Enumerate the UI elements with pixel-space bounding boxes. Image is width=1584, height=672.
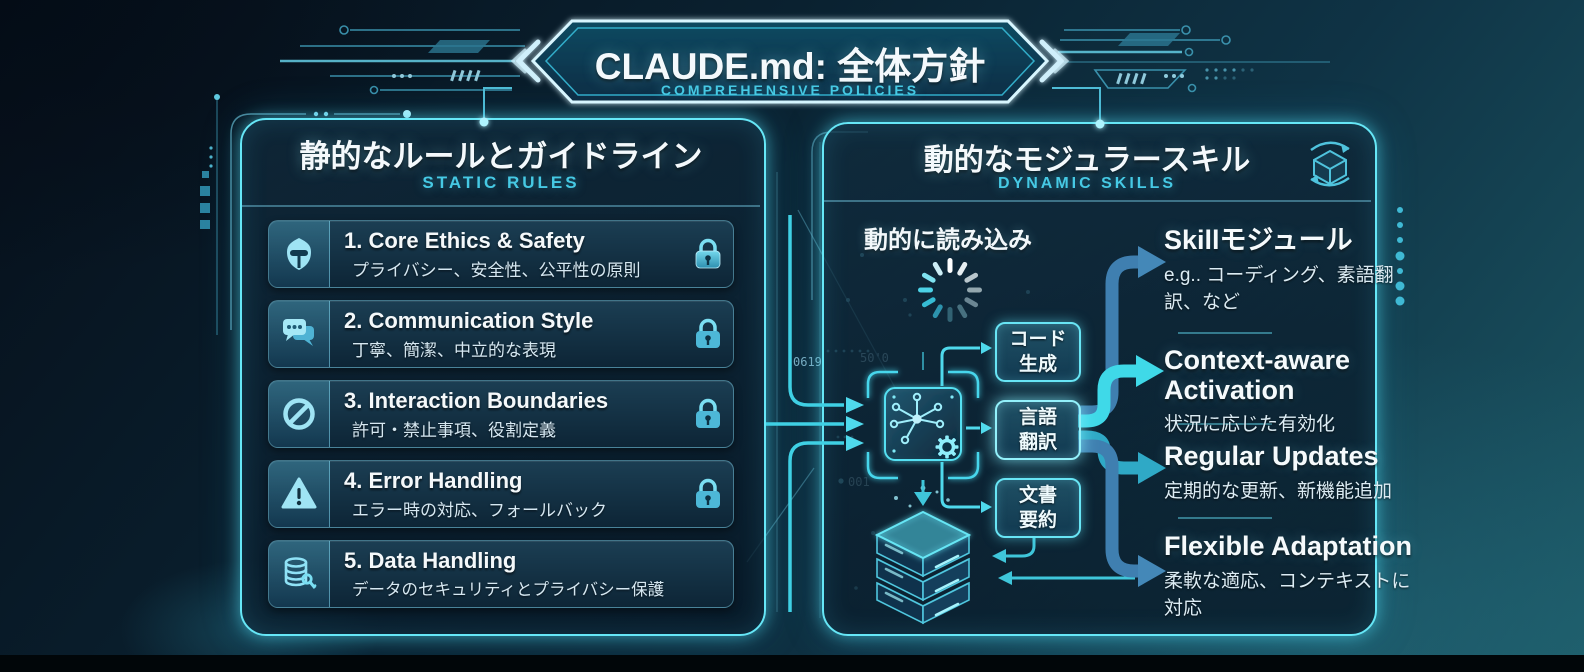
dynamic-loading-label: 動的に読み込み xyxy=(864,227,1032,254)
bottom-edge-strip xyxy=(0,655,1584,672)
helmet-shield-icon xyxy=(269,221,330,287)
loading-spinner xyxy=(918,258,982,322)
module-label-line2: 生成 xyxy=(1018,354,1057,375)
lock-icon xyxy=(695,318,721,355)
rule-title: 1. Core Ethics & Safety xyxy=(344,228,585,253)
module-label-line2: 翻訳 xyxy=(1018,432,1057,453)
static-panel-subtitle: STATIC RULES xyxy=(422,173,580,192)
circuit-decoration-banner-right xyxy=(1058,25,1330,93)
network-hub-icon xyxy=(889,392,945,445)
hub-to-module-arrows xyxy=(940,342,992,513)
vertical-dots-decoration xyxy=(1395,207,1405,306)
outcome-flexible-adaptation: Flexible Adaptation 柔軟な適応、コンテキストに対応 xyxy=(1164,531,1434,623)
connector-node-right xyxy=(1095,119,1105,129)
rule-title: 5. Data Handling xyxy=(344,548,517,573)
static-panel-title: 静的なルールとガイドライン xyxy=(299,139,703,174)
rule-desc: プライバシー、安全性、公平性の原則 xyxy=(352,261,641,281)
feedback-arrows xyxy=(914,480,1135,585)
outcome-dividers xyxy=(1178,332,1272,519)
module-label-line1: 文書 xyxy=(1018,485,1057,506)
prohibition-icon xyxy=(269,381,330,447)
banner-subtitle: COMPREHENSIVE POLICIES xyxy=(660,82,920,98)
rule-desc: データのセキュリティとプライバシー保護 xyxy=(352,581,665,600)
module-box-translation: 言語 翻訳 xyxy=(995,400,1081,460)
outcome-title: Skillモジュール xyxy=(1164,225,1353,255)
outcome-title: Context-aware Activation xyxy=(1164,345,1351,405)
banner-panel-connectors xyxy=(483,87,1101,120)
warning-icon xyxy=(269,461,330,527)
banner-title: CLAUDE.md: 全体方針 xyxy=(594,46,986,87)
rule-title: 4. Error Handling xyxy=(344,468,523,493)
outcome-skill-modules: Skillモジュール e.g.. コーディング、素語翻訳、など xyxy=(1164,225,1434,317)
rule-desc: エラー時の対応、フォールバック xyxy=(352,501,607,521)
module-label-line1: コード xyxy=(1009,329,1067,350)
module-to-outcome-arrows xyxy=(1078,246,1166,587)
module-box-summarization: 文書 要約 xyxy=(995,478,1081,538)
outcome-title: Regular Updates xyxy=(1164,441,1379,471)
rule-row-core-ethics: 1. Core Ethics & Safety プライバシー、安全性、公平性の原… xyxy=(268,220,734,288)
gear-icon xyxy=(935,435,959,459)
module-label-line1: 言語 xyxy=(1018,407,1057,428)
outcome-regular-updates: Regular Updates 定期的な更新、新機能追加 xyxy=(1164,441,1434,505)
rule-row-boundaries: 3. Interaction Boundaries 許可・禁止事項、役割定義 xyxy=(268,380,734,448)
outcome-desc: 定期的な更新、新機能追加 xyxy=(1164,480,1393,502)
chat-bubbles-icon xyxy=(269,301,330,367)
rule-title: 3. Interaction Boundaries xyxy=(344,388,609,413)
left-panel-outer-accent xyxy=(230,110,411,330)
banner-hexagon xyxy=(510,19,1070,104)
lock-icon xyxy=(695,478,721,515)
outcome-context-aware: Context-aware Activation 状況に応じた有効化 xyxy=(1164,345,1434,439)
dynamic-panel-subtitle: DYNAMIC SKILLS xyxy=(998,175,1176,192)
lock-icon xyxy=(695,238,721,275)
rule-row-error-handling: 4. Error Handling エラー時の対応、フォールバック xyxy=(268,460,734,528)
skill-hub-chip xyxy=(866,352,980,480)
outcome-desc: 状況に応じた有効化 xyxy=(1164,414,1336,436)
rule-desc: 丁寧、簡潔、中立的な表現 xyxy=(352,341,556,361)
circuit-decoration-banner-left xyxy=(280,25,525,95)
static-to-hub-arrows xyxy=(766,215,864,612)
rule-row-data-handling: 5. Data Handling データのセキュリティとプライバシー保護 xyxy=(268,540,734,608)
digit-label-1: 0619 xyxy=(793,355,822,369)
module-label-line2: 要約 xyxy=(1018,510,1057,531)
rule-title: 2. Communication Style xyxy=(344,308,594,333)
left-edge-decoration xyxy=(200,94,220,335)
knowledge-database-stack xyxy=(874,485,972,625)
connector-node-left xyxy=(479,117,489,127)
module-box-code-generation: コード 生成 xyxy=(995,322,1081,382)
modular-skill-icon xyxy=(1310,141,1350,187)
lock-icon xyxy=(695,398,721,435)
rule-row-communication: 2. Communication Style 丁寧、簡潔、中立的な表現 xyxy=(268,300,734,368)
rule-desc: 許可・禁止事項、役割定義 xyxy=(352,421,556,441)
outcome-desc: 柔軟な適応、コンテキストに対応 xyxy=(1164,570,1411,620)
dynamic-panel-title: 動的なモジュラースキル xyxy=(923,144,1251,177)
outcome-title: Flexible Adaptation xyxy=(1164,531,1413,561)
database-key-icon xyxy=(269,541,330,607)
outcome-desc: e.g.. コーディング、素語翻訳、など xyxy=(1164,264,1394,314)
